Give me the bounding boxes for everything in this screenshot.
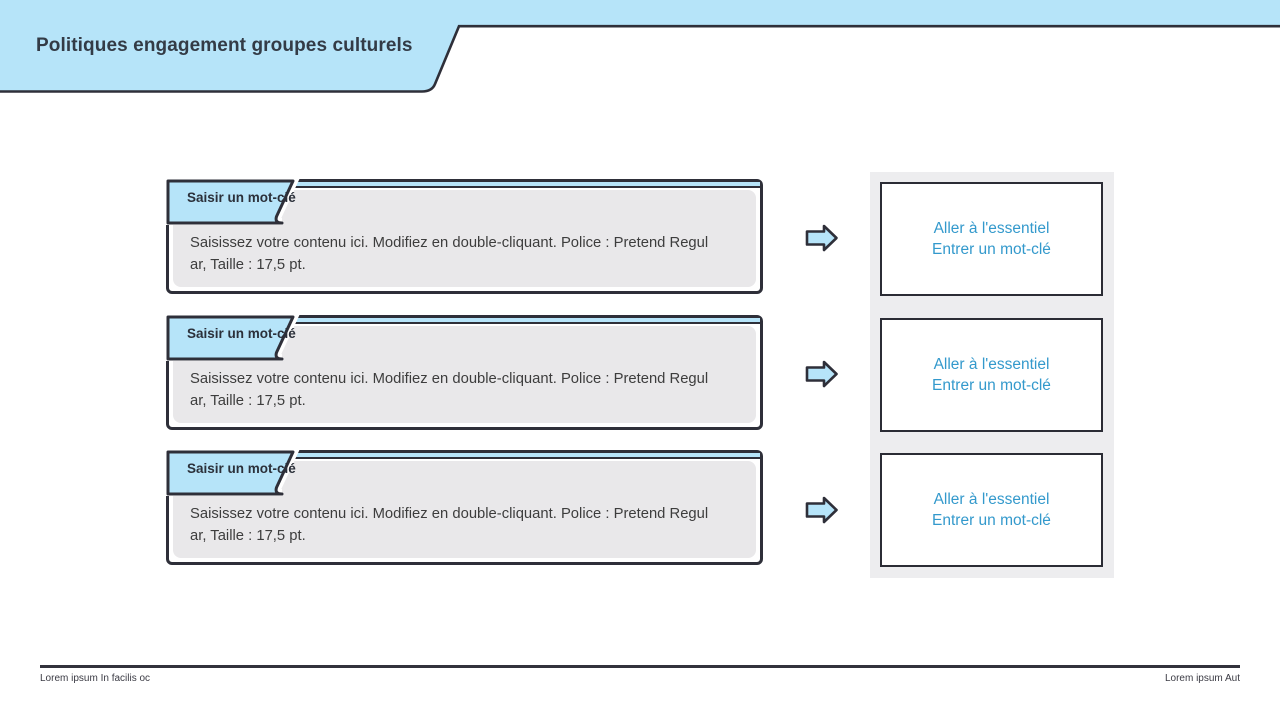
folder-tab-icon (166, 315, 300, 361)
header-banner-shape (0, 0, 1280, 93)
footer-right-text[interactable]: Lorem ipsum Aut (1164, 673, 1240, 684)
placeholder-text-line2: ar, Taille : 17,5 pt. (190, 528, 306, 544)
footer-left-text[interactable]: Lorem ipsum In facilis oc (40, 673, 151, 684)
card-top-strip (169, 453, 760, 459)
placeholder-text[interactable]: Saisissez votre contenu ici. Modifiez en… (190, 368, 744, 412)
footer-divider (40, 665, 1240, 668)
result-box[interactable]: Aller à l'essentiel Entrer un mot-clé (880, 453, 1103, 567)
keyword-card[interactable]: Saisir un mot-clé Saisissez votre conten… (166, 179, 763, 294)
result-link-line2[interactable]: Entrer un mot-clé (932, 377, 1051, 394)
placeholder-text-line2: ar, Taille : 17,5 pt. (190, 393, 306, 409)
right-arrow-icon (805, 360, 838, 388)
result-box[interactable]: Aller à l'essentiel Entrer un mot-clé (880, 182, 1103, 296)
folder-tab-icon (166, 179, 300, 225)
folder-tab-icon (166, 450, 300, 496)
page-title[interactable]: Politiques engagement groupes culturels (36, 35, 413, 56)
keyword-tab-label[interactable]: Saisir un mot-clé (187, 326, 296, 341)
placeholder-text-line1: Saisissez votre contenu ici. Modifiez en… (190, 371, 709, 387)
result-link-line1[interactable]: Aller à l'essentiel (933, 491, 1050, 508)
placeholder-text[interactable]: Saisissez votre contenu ici. Modifiez en… (190, 503, 744, 547)
keyword-tab-label[interactable]: Saisir un mot-clé (187, 461, 296, 476)
right-arrow-icon (805, 496, 838, 524)
card-top-strip (169, 318, 760, 324)
result-link-line2[interactable]: Entrer un mot-clé (932, 512, 1051, 529)
keyword-tab-label[interactable]: Saisir un mot-clé (187, 190, 296, 205)
result-column: Aller à l'essentiel Entrer un mot-clé Al… (870, 172, 1114, 578)
keyword-card[interactable]: Saisir un mot-clé Saisissez votre conten… (166, 315, 763, 430)
right-arrow-icon (805, 224, 838, 252)
placeholder-text-line1: Saisissez votre contenu ici. Modifiez en… (190, 235, 709, 251)
placeholder-text-line2: ar, Taille : 17,5 pt. (190, 257, 306, 273)
result-link-line2[interactable]: Entrer un mot-clé (932, 241, 1051, 258)
result-link-line1[interactable]: Aller à l'essentiel (933, 220, 1050, 237)
placeholder-text-line1: Saisissez votre contenu ici. Modifiez en… (190, 506, 709, 522)
result-link-line1[interactable]: Aller à l'essentiel (933, 356, 1050, 373)
result-box[interactable]: Aller à l'essentiel Entrer un mot-clé (880, 318, 1103, 432)
placeholder-text[interactable]: Saisissez votre contenu ici. Modifiez en… (190, 232, 744, 276)
keyword-card[interactable]: Saisir un mot-clé Saisissez votre conten… (166, 450, 763, 565)
card-top-strip (169, 182, 760, 188)
